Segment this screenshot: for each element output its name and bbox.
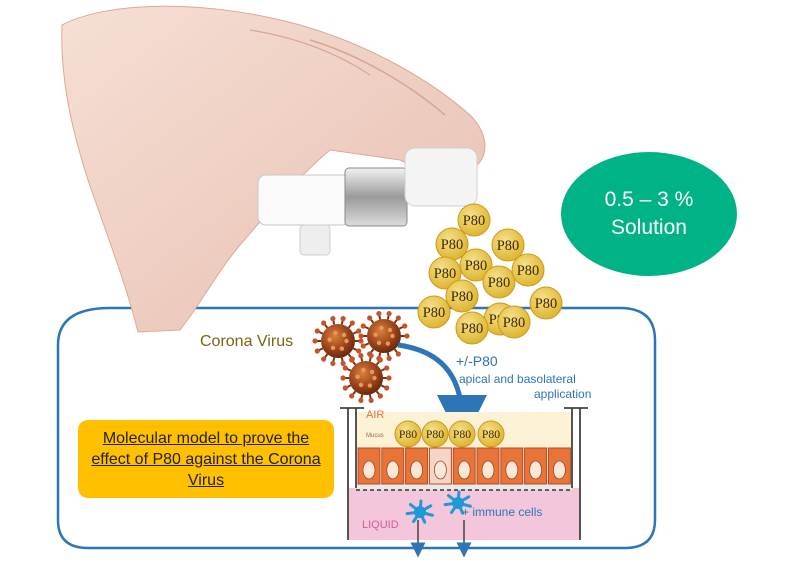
virus-icon [340, 352, 392, 404]
p80-particle-label: P80 [482, 428, 500, 441]
p80-particle: P80 [448, 420, 476, 448]
concentration-ellipse [561, 152, 737, 276]
p80-particle-label: P80 [434, 266, 456, 282]
p80-particle: P80 [482, 265, 516, 299]
epithelial-cell [452, 447, 476, 485]
p80-particle: P80 [511, 253, 545, 287]
p80-particle-label: P80 [441, 237, 463, 253]
p80-particle-label: P80 [426, 428, 444, 441]
p80-particle-label: P80 [423, 305, 445, 321]
p80-particle: P80 [497, 305, 531, 339]
p80-particle: P80 [435, 227, 469, 261]
membrane [356, 484, 572, 490]
concentration-value: 0.5 – 3 % [604, 188, 694, 211]
p80-particle: P80 [417, 295, 451, 329]
immune-cell-icon [405, 490, 472, 524]
p80-particle: P80 [421, 420, 449, 448]
concentration-label: 0.5 – 3 % Solution [561, 153, 737, 275]
curved-arrow-icon [397, 342, 487, 445]
model-callout: Molecular model to prove the effect of P… [78, 420, 334, 498]
liquid-label: LIQUID [362, 519, 399, 531]
p80-particle: P80 [491, 228, 525, 262]
spray-bottle-icon [257, 147, 478, 256]
hand-shape [61, 5, 486, 333]
epithelial-cell [547, 447, 571, 485]
p80-particle-label: P80 [465, 258, 487, 274]
virus-group [312, 310, 410, 404]
corona-virus-label: Corona Virus [200, 333, 293, 350]
treatment-label: +/-P80 [456, 353, 498, 369]
p80-particle-label: P80 [399, 428, 417, 441]
p80-particle-label: P80 [451, 289, 473, 305]
epithelial-cell [524, 447, 548, 485]
p80-particle: P80 [445, 279, 479, 313]
virus-icon [358, 310, 410, 362]
air-label: AIR [366, 409, 384, 421]
p80-particle: P80 [394, 420, 422, 448]
p80-particle-label: P80 [503, 315, 525, 331]
p80-particle: P80 [529, 286, 563, 320]
application-label-line1: apical and basolateral [459, 372, 576, 386]
p80-particle-label: P80 [488, 275, 510, 291]
hand-spray-icon [61, 5, 486, 333]
p80-particle-label: P80 [453, 428, 471, 441]
p80-particle: P80 [459, 248, 493, 282]
p80-particle-label: P80 [461, 321, 483, 337]
epithelial-cell [476, 447, 500, 485]
mucus-label: Mucus [366, 433, 384, 439]
epithelial-cell [381, 447, 405, 485]
p80-particle: P80 [455, 311, 489, 345]
epithelial-cell [405, 447, 429, 485]
immune-cell [443, 490, 472, 515]
p80-particle-label: P80 [497, 238, 519, 254]
concentration-unit: Solution [611, 216, 687, 239]
p80-particle-label: P80 [517, 263, 539, 279]
callout-text: Molecular model to prove the effect of P… [91, 429, 321, 489]
immune-cell [405, 499, 434, 524]
immune-cells-label: + immune cells [462, 505, 542, 519]
p80-particle: P80 [428, 256, 462, 290]
culture-well: P80 P80 P80 P80 [340, 407, 588, 558]
p80-particle: P80 [457, 203, 491, 237]
application-label-line2: application [534, 387, 591, 401]
virus-icon [312, 315, 364, 367]
epithelial-cell [500, 447, 524, 485]
epithelial-cell [357, 447, 381, 485]
p80-particle-label: P80 [535, 296, 557, 312]
epithelial-cell [428, 447, 452, 485]
p80-particle: P80 [477, 420, 505, 448]
epithelial-cells: P80 P80 P80 P80 [357, 420, 571, 485]
model-frame [56, 306, 657, 550]
p80-particle-label: P80 [463, 213, 485, 229]
